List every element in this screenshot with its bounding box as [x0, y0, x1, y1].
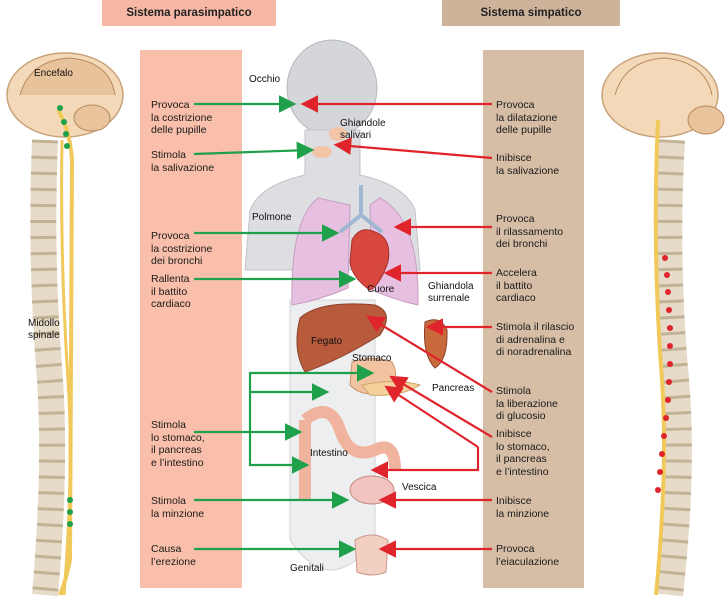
left-spine-ganglia [57, 105, 73, 527]
simp-effect-bronchi: Provoca il rilassamento dei bronchi [496, 213, 564, 250]
para-effect-erection: Causa l’erezione [151, 543, 196, 568]
salivary-label: Ghiandole salivari [340, 118, 386, 141]
simp-effect-ejaculation: Provoca l’eiaculazione [496, 543, 560, 568]
simp-effect-digestion: Inibisce lo stomaco, il pancreas e l’int… [496, 428, 550, 478]
heart-organ [349, 229, 390, 291]
parasympathetic-arrows [193, 95, 375, 558]
liver-label: Fegato [311, 336, 343, 347]
para-effect-urination: Stimola la minzione [151, 495, 205, 520]
stomach-label: Stomaco [352, 353, 392, 364]
parasympathetic-header: Sistema parasimpatico [102, 0, 276, 26]
bladder-label: Vescica [402, 482, 437, 493]
spinal-cord-label: Midollo spinale [28, 318, 60, 341]
intestine-label: Intestino [310, 448, 348, 459]
pancreas-label: Pancreas [432, 383, 475, 394]
sympathetic-header: Sistema simpatico [442, 0, 620, 26]
para-effect-bronchi: Provoca la costrizione dei bronchi [151, 230, 213, 267]
heart-label: Cuore [367, 284, 395, 295]
simp-effect-heart: Accelera il battito cardiaco [496, 267, 537, 304]
lung-label: Polmone [252, 212, 292, 223]
simp-effect-urination: Inibisce la minzione [496, 495, 550, 520]
para-effect-salivation: Stimola la salivazione [151, 149, 215, 174]
simp-effect-glucose: Stimola la liberazione di glucosio [496, 385, 558, 422]
simp-effect-adrenal: Stimola il rilascio di adrenalina e di n… [496, 321, 575, 358]
eye-label: Occhio [249, 74, 281, 85]
simp-effect-pupil: Provoca la dilatazione delle pupille [496, 99, 558, 136]
genitals-label: Genitali [290, 563, 324, 574]
left-spine-illustration [6, 52, 124, 597]
adrenal-label: Ghiandola surrenale [428, 281, 474, 304]
sympathetic-arrows [300, 95, 493, 558]
sympathetic-column [483, 50, 584, 588]
right-spine-illustration [601, 52, 725, 597]
right-spine-ganglia [655, 255, 673, 493]
para-effect-pupil: Provoca la costrizione delle pupille [151, 99, 213, 136]
liver-organ [296, 303, 387, 373]
parasympathetic-column [140, 50, 242, 588]
simp-effect-salivation: Inibisce la salivazione [496, 152, 560, 177]
para-effect-heart: Rallenta il battito cardiaco [151, 273, 191, 310]
brain-label: Encefalo [34, 68, 73, 79]
para-effect-digestion: Stimola lo stomaco, il pancreas e l’inte… [151, 419, 205, 469]
